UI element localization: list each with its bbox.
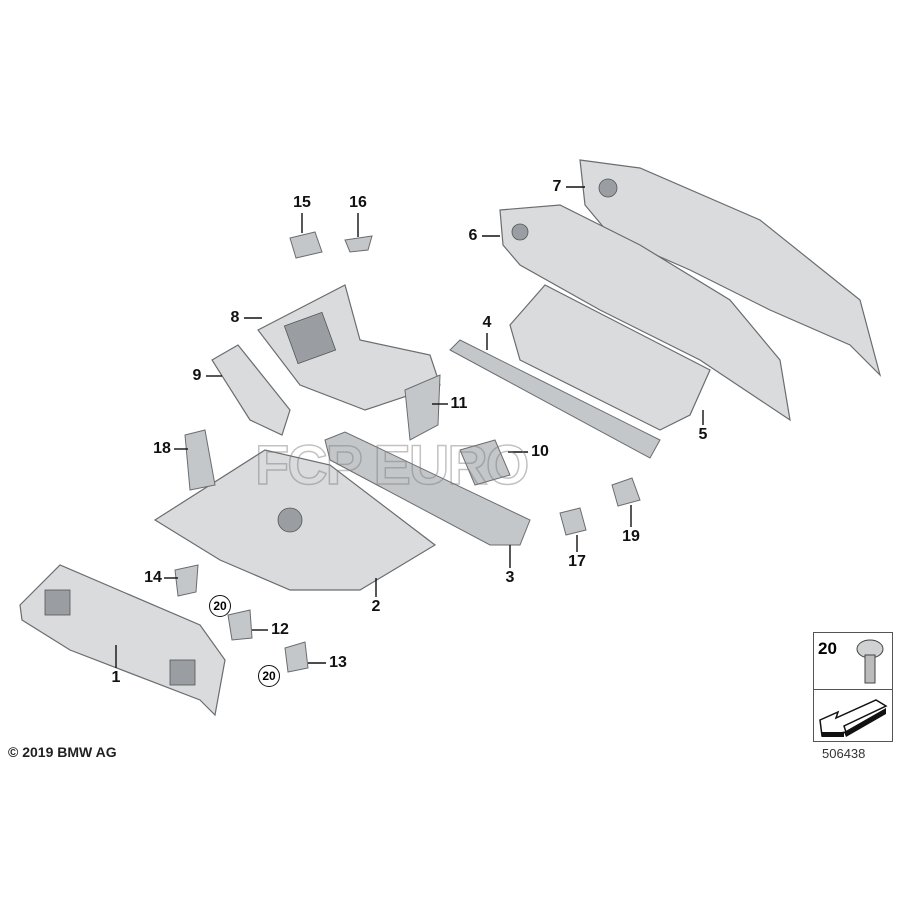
callout-8: 8 — [230, 309, 240, 326]
legend-box: 20 — [813, 632, 893, 742]
part-5-floor-section[interactable] — [509, 284, 711, 431]
copyright: © 2019 BMW AG — [8, 744, 117, 760]
callout-11: 11 — [450, 395, 468, 412]
callout-17: 17 — [568, 553, 586, 570]
callout-7: 7 — [552, 178, 562, 195]
direction-arrow-icon — [819, 699, 888, 737]
callout-10: 10 — [531, 443, 549, 460]
part-15-clip[interactable] — [289, 231, 323, 259]
part-6-crossmember[interactable] — [499, 204, 791, 422]
part-9-side-plate[interactable] — [211, 344, 291, 436]
callout-9: 9 — [192, 367, 202, 384]
callout-2: 2 — [371, 598, 381, 615]
part-8-bracket-frame[interactable] — [257, 284, 441, 411]
callout-4: 4 — [482, 314, 492, 331]
callout-18: 18 — [153, 440, 171, 457]
callout-16: 16 — [349, 194, 367, 211]
callout-15: 15 — [293, 194, 311, 211]
callout-13: 13 — [329, 654, 347, 671]
watermark-logo: FCP EURO — [254, 432, 530, 497]
part-17-bracket[interactable] — [559, 507, 587, 536]
leader-lines — [115, 186, 704, 668]
part-16-clip[interactable] — [344, 235, 373, 253]
part-11-bracket[interactable] — [404, 374, 441, 441]
screw-icon — [856, 639, 884, 684]
part-12-bracket[interactable] — [227, 609, 253, 641]
callout-19: 19 — [622, 528, 640, 545]
part-10-bracket[interactable] — [459, 439, 511, 486]
part-14-bracket[interactable] — [174, 564, 199, 597]
callout-20-circled: 20 — [258, 665, 280, 687]
callout-20-circled: 20 — [209, 595, 231, 617]
part-4-rail[interactable] — [449, 339, 661, 459]
callout-1: 1 — [111, 669, 121, 686]
part-13-bracket[interactable] — [284, 641, 309, 673]
part-7-rear-panel[interactable] — [579, 159, 882, 378]
callout-12: 12 — [271, 621, 289, 638]
callout-6: 6 — [468, 227, 478, 244]
callout-3: 3 — [505, 569, 515, 586]
callout-5: 5 — [698, 426, 708, 443]
callout-14: 14 — [144, 569, 162, 586]
part-18-bracket[interactable] — [184, 429, 216, 491]
diagram-id: 506438 — [822, 746, 866, 761]
legend-part-number: 20 — [818, 639, 837, 658]
part-19-bracket[interactable] — [611, 477, 641, 507]
part-3-tunnel[interactable] — [324, 431, 531, 546]
